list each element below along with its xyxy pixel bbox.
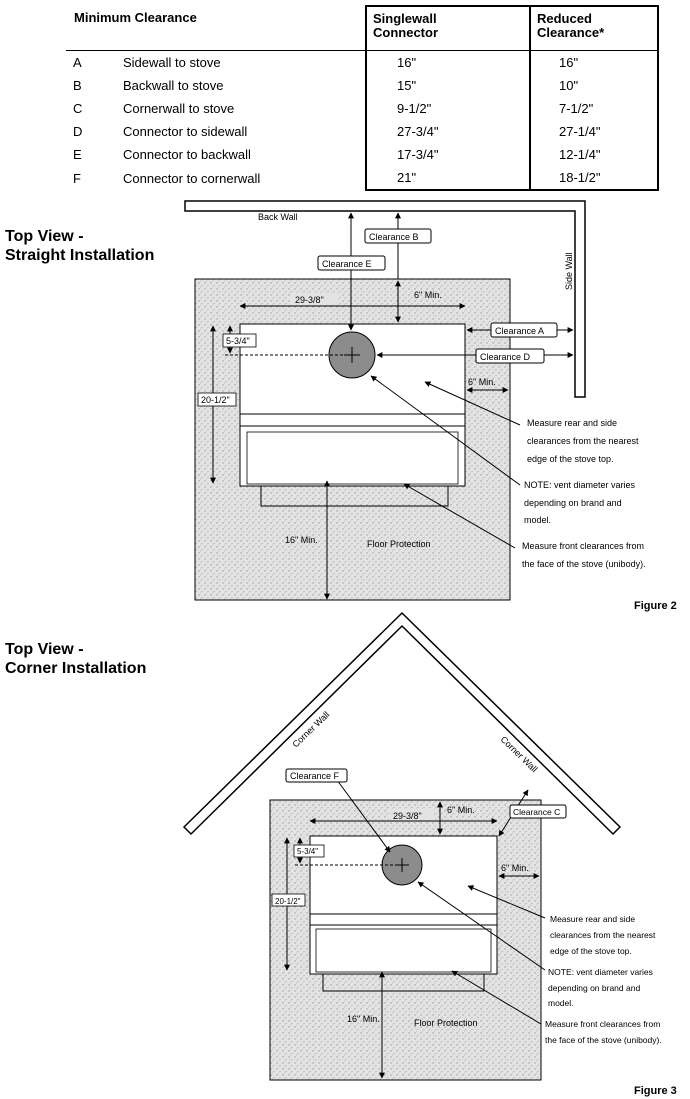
row-description: Connector to backwall xyxy=(123,147,251,162)
figure-3-label: Figure 3 xyxy=(634,1085,677,1097)
corner-stove-base xyxy=(322,974,485,992)
header-singlewall-line1: Singlewall xyxy=(373,11,437,26)
corner-dim-depth: 20-1/2" xyxy=(275,897,301,906)
dim-rear-min: 6" Min. xyxy=(414,290,442,300)
corner-note-vent-line3: model. xyxy=(548,998,574,1008)
row-letter: E xyxy=(73,147,82,162)
dim-width: 29-3/8" xyxy=(295,295,324,305)
row-letter: A xyxy=(73,55,82,70)
row-reduced: 10" xyxy=(530,74,659,97)
corner-note-rear-side-line3: edge of the stove top. xyxy=(550,946,632,956)
corner-view-title: Top View - Corner Installation xyxy=(5,640,146,678)
clearance-e-label: Clearance E xyxy=(322,259,372,269)
note-vent-line1: NOTE: vent diameter varies xyxy=(524,480,636,490)
table-row: C Cornerwall to stove 9-1/2" 7-1/2" xyxy=(66,97,659,120)
corner-note-rear-side-line2: clearances from the nearest xyxy=(550,930,656,940)
row-description: Sidewall to stove xyxy=(123,55,221,70)
back-wall xyxy=(184,200,586,398)
corner-stove-front xyxy=(315,928,492,973)
header-singlewall-line2: Connector xyxy=(373,25,438,40)
straight-title-line1: Top View - xyxy=(5,228,84,245)
row-singlewall: 21" xyxy=(365,166,531,191)
row-description: Connector to cornerwall xyxy=(123,170,261,186)
note-vent-line3: model. xyxy=(524,515,551,525)
note-front-line1: Measure front clearances from xyxy=(522,541,644,551)
row-singlewall: 15" xyxy=(365,74,531,97)
dim-vent-offset: 5-3/4" xyxy=(226,336,250,346)
row-description: Backwall to stove xyxy=(123,78,224,93)
corner-dim-vent-offset: 5-3/4" xyxy=(297,847,318,856)
stove-base xyxy=(260,486,449,507)
table-row: E Connector to backwall 17-3/4" 12-1/4" xyxy=(66,143,659,166)
table-row: A Sidewall to stove 16" 16" xyxy=(66,50,659,74)
figure-2-label: Figure 2 xyxy=(634,600,677,612)
table-row: D Connector to sidewall 27-3/4" 27-1/4" xyxy=(66,120,659,143)
corner-title-line1: Top View - xyxy=(5,641,84,658)
row-reduced: 18-1/2" xyxy=(530,166,659,191)
row-reduced: 12-1/4" xyxy=(530,143,659,166)
table-row: F Connector to cornerwall 21" 18-1/2" xyxy=(66,166,659,191)
straight-view-title: Top View - Straight Installation xyxy=(5,227,154,265)
row-letter: F xyxy=(73,170,81,186)
corner-note-vent-line1: NOTE: vent diameter varies xyxy=(548,967,653,977)
note-rear-side-line2: clearances from the nearest xyxy=(527,436,639,446)
row-description: Cornerwall to stove xyxy=(123,101,235,116)
straight-diagram: Back Wall Side Wall 29-3/8" 6" Min. 6" M… xyxy=(184,200,646,601)
note-rear-side-line1: Measure rear and side xyxy=(527,418,617,428)
corner-dim-width: 29-3/8" xyxy=(393,811,422,821)
dim-front-min: 16" Min. xyxy=(285,535,318,545)
corner-dim-front-min: 16" Min. xyxy=(347,1014,380,1024)
corner-floor-protection-label: Floor Protection xyxy=(414,1018,478,1028)
clearance-f-label: Clearance F xyxy=(290,771,340,781)
corner-note-rear-side-line1: Measure rear and side xyxy=(550,914,635,924)
side-wall-label: Side Wall xyxy=(564,252,574,290)
corner-dim-side-min: 6" Min. xyxy=(501,863,529,873)
floor-protection-label: Floor Protection xyxy=(367,539,431,549)
corner-dim-rear-min: 6" Min. xyxy=(447,805,475,815)
header-reduced-line1: Reduced xyxy=(537,11,592,26)
header-minimum-clearance: Minimum Clearance xyxy=(66,6,366,51)
row-letter: B xyxy=(73,78,82,93)
dim-side-min: 6" Min. xyxy=(468,377,496,387)
row-singlewall: 9-1/2" xyxy=(365,97,531,120)
row-reduced: 7-1/2" xyxy=(530,97,659,120)
corner-note-vent-line2: depending on brand and xyxy=(548,983,640,993)
note-front-line2: the face of the stove (unibody). xyxy=(522,559,646,569)
row-singlewall: 17-3/4" xyxy=(365,143,531,166)
table-row: B Backwall to stove 15" 10" xyxy=(66,74,659,97)
back-wall-label: Back Wall xyxy=(258,212,298,222)
row-singlewall: 27-3/4" xyxy=(365,120,531,143)
clearance-a-label: Clearance A xyxy=(495,326,544,336)
row-reduced: 27-1/4" xyxy=(530,120,659,143)
note-vent-line2: depending on brand and xyxy=(524,498,622,508)
row-letter: C xyxy=(73,101,83,116)
header-reduced-line2: Clearance* xyxy=(537,25,605,40)
dim-depth: 20-1/2" xyxy=(201,395,230,405)
note-rear-side-line3: edge of the stove top. xyxy=(527,454,614,464)
clearance-c-label: Clearance C xyxy=(513,807,560,817)
row-singlewall: 16" xyxy=(365,50,531,74)
clearance-d-label: Clearance D xyxy=(480,352,531,362)
straight-title-line2: Straight Installation xyxy=(5,247,155,264)
clearance-b-label: Clearance B xyxy=(369,232,419,242)
corner-title-line2: Corner Installation xyxy=(5,660,147,677)
row-reduced: 16" xyxy=(530,50,659,74)
stove-front xyxy=(246,431,459,485)
corner-walls xyxy=(182,611,622,836)
corner-note-front-line1: Measure front clearances from xyxy=(545,1019,660,1029)
corner-note-front-line2: the face of the stove (unibody). xyxy=(545,1035,662,1045)
corner-diagram: Corner Wall Corner Wall 29-3/8" 6" Min. … xyxy=(182,611,662,1081)
row-description: Connector to sidewall xyxy=(123,124,248,139)
row-letter: D xyxy=(73,124,83,139)
